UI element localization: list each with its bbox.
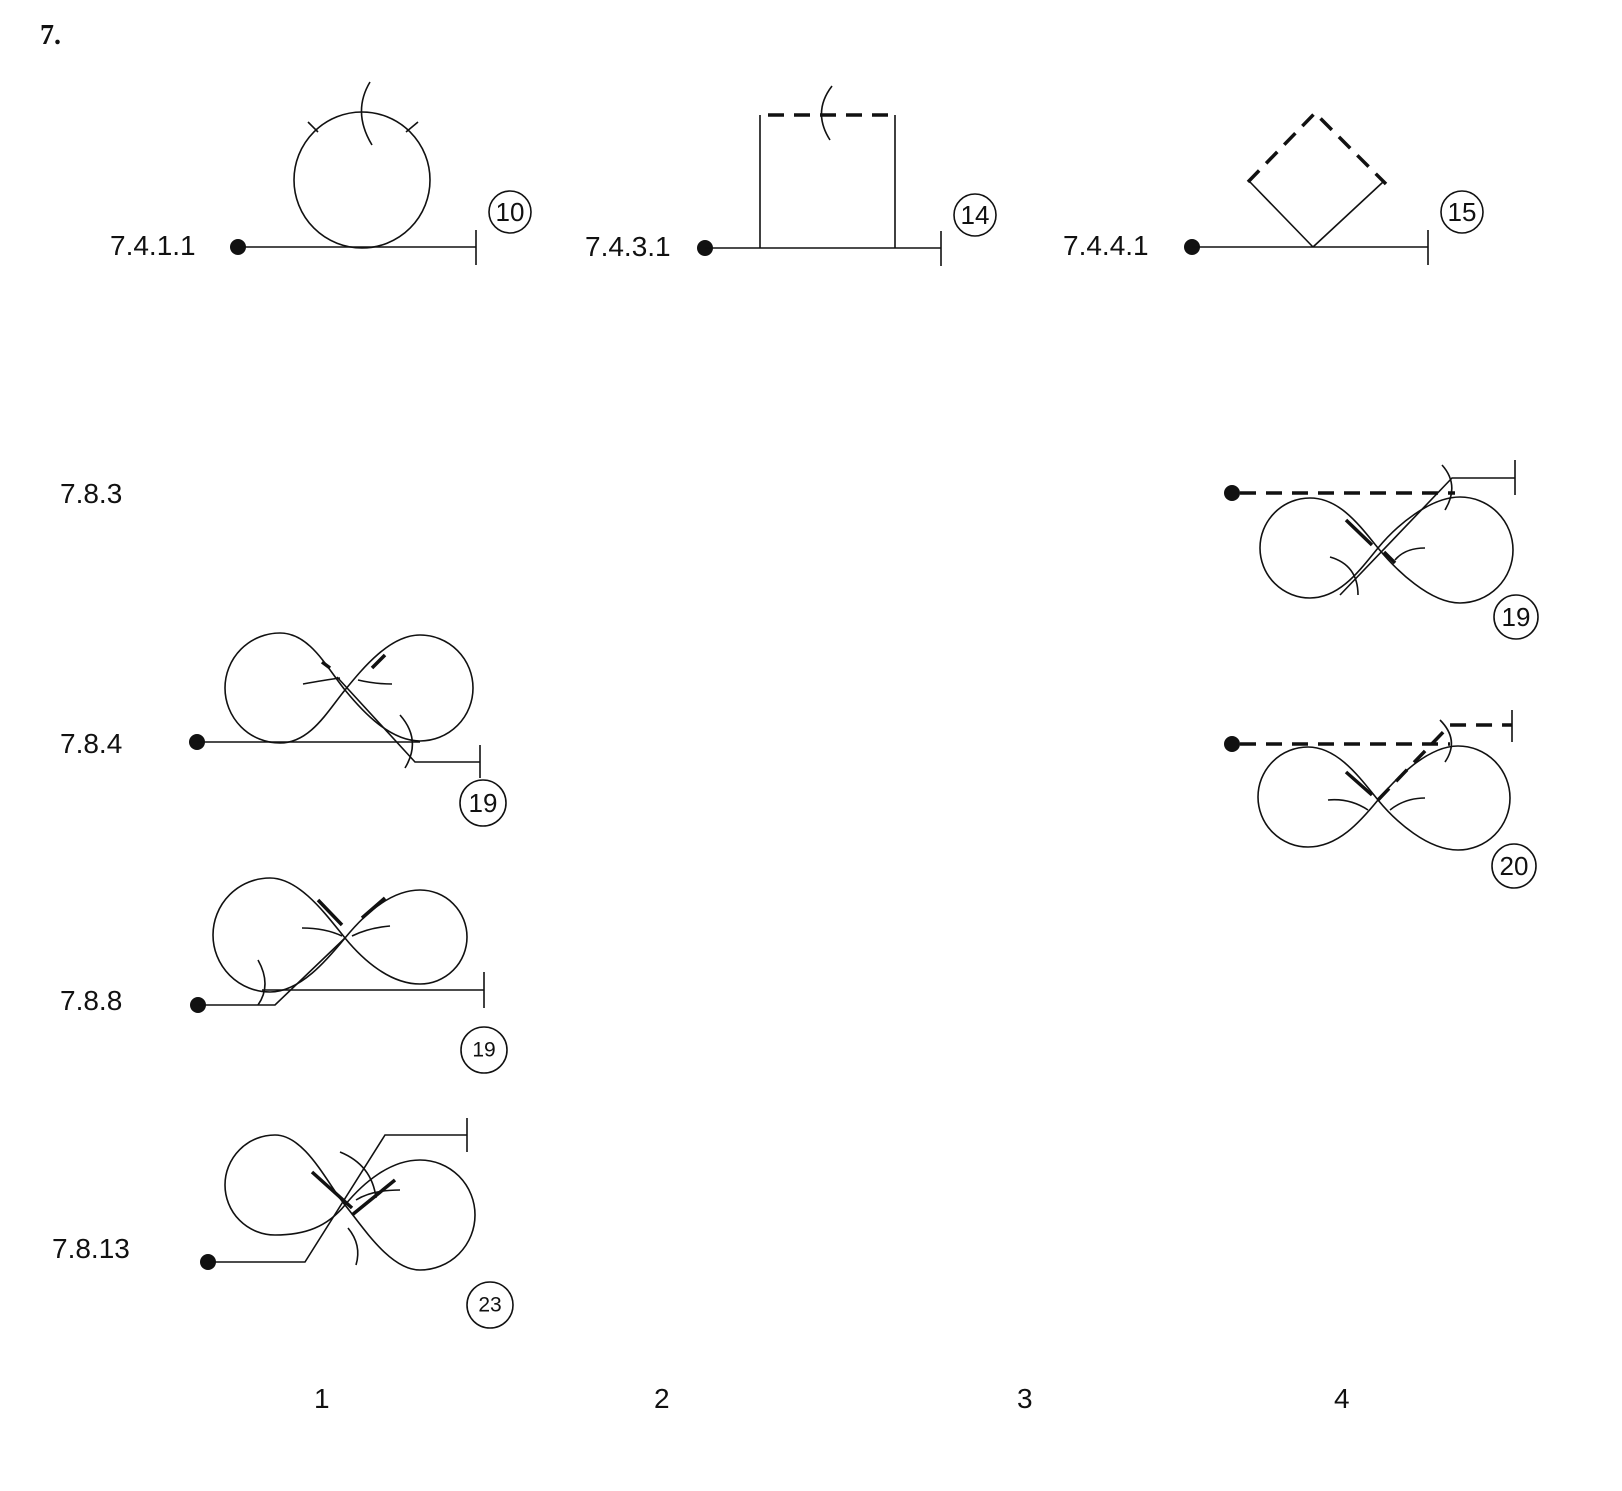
figure-label-7-4-4-1: 7.4.4.1 — [1063, 230, 1149, 261]
k-factor-badge: 10 — [488, 190, 532, 234]
svg-text:19: 19 — [472, 1039, 495, 1062]
figure-eight-7-8-13: 23 — [200, 1118, 514, 1329]
left-loop — [224, 632, 346, 744]
left-loop — [1257, 746, 1379, 848]
column-number-3: 3 — [1017, 1383, 1033, 1414]
left-loop — [212, 877, 346, 993]
start-dot — [1224, 736, 1240, 752]
left-loop — [224, 1134, 346, 1236]
figure-eight-7-8-5: 20 — [1224, 710, 1537, 889]
section-number: 7. — [40, 20, 61, 51]
row-label-7-8-4: 7.8.4 — [60, 728, 123, 759]
k-factor-badge: 15 — [1440, 190, 1484, 234]
column-number-1: 1 — [314, 1383, 330, 1414]
roll-arc — [820, 85, 833, 141]
svg-text:20: 20 — [1500, 851, 1529, 881]
k-factor-badge: 19 — [459, 779, 507, 827]
figure-eight-7-8-4: 19 — [189, 632, 507, 827]
column-number-4: 4 — [1334, 1383, 1350, 1414]
right-loop — [344, 889, 468, 985]
figure-eight-7-8-3: 19 — [1224, 460, 1539, 640]
svg-text:19: 19 — [1502, 602, 1531, 632]
right-loop — [344, 1159, 476, 1271]
k-factor-badge: 14 — [953, 193, 997, 237]
figure-label-7-4-3-1: 7.4.3.1 — [585, 231, 671, 262]
svg-text:23: 23 — [478, 1294, 501, 1317]
right-loop — [1377, 745, 1511, 851]
figure-diamond-7-4-4-1: 15 — [1184, 110, 1484, 265]
svg-text:19: 19 — [469, 788, 498, 818]
start-dot — [1224, 485, 1240, 501]
k-factor-badge: 19 — [460, 1026, 508, 1074]
k-factor-badge: 20 — [1491, 843, 1537, 889]
row-label-7-8-13: 7.8.13 — [52, 1233, 130, 1264]
right-loop — [1377, 496, 1514, 604]
row-label-7-8-3: 7.8.3 — [60, 478, 123, 509]
row-label-7-8-8: 7.8.8 — [60, 985, 123, 1016]
figure-square-7-4-3-1: 14 — [697, 85, 997, 266]
figure-eight-7-8-8: 19 — [190, 877, 508, 1074]
figure-label-7-4-1-1: 7.4.1.1 — [110, 230, 196, 261]
column-number-2: 2 — [654, 1383, 670, 1414]
svg-text:15: 15 — [1448, 197, 1477, 227]
svg-text:10: 10 — [496, 197, 525, 227]
figure-loop-7-4-1-1: 10 — [230, 81, 532, 265]
roll-arc — [360, 81, 373, 146]
left-loop — [1259, 497, 1379, 599]
k-factor-badge: 23 — [466, 1281, 514, 1329]
k-factor-badge: 19 — [1493, 594, 1539, 640]
right-loop — [344, 634, 474, 742]
svg-text:14: 14 — [961, 200, 990, 230]
